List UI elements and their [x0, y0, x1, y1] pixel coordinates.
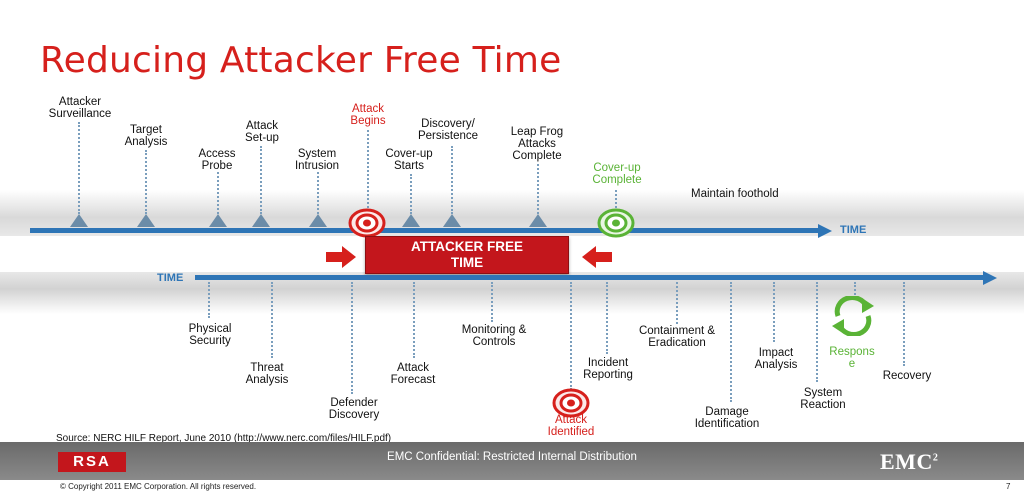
top-time-axis — [30, 228, 820, 233]
marker-leap-frog — [529, 214, 547, 227]
marker-attack-setup — [252, 214, 270, 227]
leader-attacker-surveillance — [78, 122, 80, 214]
label-maintain-foothold: Maintain foothold — [691, 188, 779, 200]
marker-target-analysis — [137, 214, 155, 227]
leader-impact-analysis — [773, 282, 775, 342]
leader-monitoring — [491, 282, 493, 322]
marker-access-probe — [209, 214, 227, 227]
label-recovery: Recovery — [882, 370, 932, 382]
leader-system-intrusion — [317, 172, 319, 214]
response-cycle-icon — [832, 296, 874, 336]
marker-system-intrusion — [309, 214, 327, 227]
label-discovery-persistence: Discovery/Persistence — [417, 118, 479, 142]
attacker-free-time-box: ATTACKER FREE TIME — [365, 236, 569, 274]
copyright-notice: © Copyright 2011 EMC Corporation. All ri… — [60, 482, 257, 491]
footer-bar — [0, 442, 1024, 480]
leader-attack-begins — [367, 130, 369, 212]
leader-attack-identified — [570, 282, 572, 390]
leader-physical-security — [208, 282, 210, 318]
leader-damage-identification — [730, 282, 732, 402]
leader-leap-frog — [537, 164, 539, 214]
marker-attacker-surveillance — [70, 214, 88, 227]
leader-containment — [676, 282, 678, 324]
cover-up-complete-target-icon — [597, 208, 635, 238]
leader-attack-setup — [260, 146, 262, 214]
arrow-left-icon — [582, 246, 612, 268]
confidential-notice: EMC Confidential: Restricted Internal Di… — [387, 451, 637, 463]
leader-incident-reporting — [606, 282, 608, 354]
leader-system-reaction — [816, 282, 818, 382]
leader-discovery — [451, 146, 453, 214]
slide-title: Reducing Attacker Free Time — [40, 40, 562, 81]
marker-cover-up-starts — [402, 214, 420, 227]
leader-threat-analysis — [271, 282, 273, 358]
rsa-logo: RSA — [58, 452, 126, 472]
top-axis-label: TIME — [840, 224, 867, 236]
attacker-free-time-label: ATTACKER FREE TIME — [411, 239, 523, 270]
leader-access-probe — [217, 172, 219, 214]
top-axis-arrowhead — [818, 224, 832, 238]
emc-logo-text: EMC — [880, 449, 933, 474]
leader-attack-forecast — [413, 282, 415, 358]
source-citation: Source: NERC HILF Report, June 2010 (htt… — [56, 433, 392, 444]
label-containment-eradication: Containment &Eradication — [638, 325, 716, 349]
attack-begins-target-icon — [348, 208, 386, 238]
leader-cover-up-complete — [615, 190, 617, 212]
bottom-axis-label: TIME — [157, 272, 184, 284]
leader-cover-up-starts — [410, 174, 412, 214]
leader-recovery — [903, 282, 905, 366]
label-monitoring-controls: Monitoring &Controls — [461, 324, 527, 348]
leader-response — [854, 282, 856, 298]
leader-target-analysis — [145, 150, 147, 214]
emc-logo-sup: 2 — [932, 452, 939, 464]
attack-identified-target-icon — [552, 388, 590, 418]
arrow-right-icon — [326, 246, 356, 268]
bottom-axis-arrowhead — [983, 271, 997, 285]
leader-defender-discovery — [351, 282, 353, 394]
page-number: 7 — [1006, 482, 1011, 491]
emc-logo: EMC2 — [880, 449, 938, 475]
marker-discovery — [443, 214, 461, 227]
bottom-time-axis — [195, 275, 985, 280]
